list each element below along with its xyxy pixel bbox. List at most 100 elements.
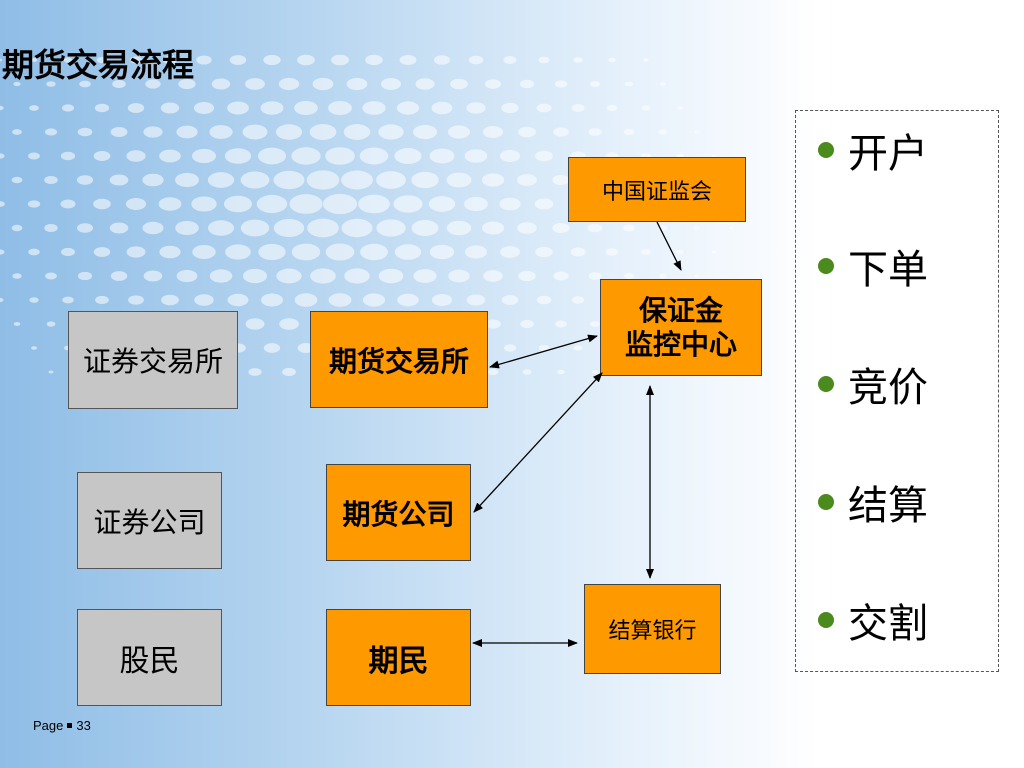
background-dot	[176, 125, 198, 139]
background-dot	[93, 151, 111, 161]
background-dot	[711, 250, 717, 254]
background-dot	[0, 249, 5, 255]
background-dot	[273, 170, 305, 190]
background-dot	[112, 79, 126, 89]
background-dot	[160, 102, 180, 114]
background-dot	[640, 249, 652, 255]
background-dot	[468, 55, 484, 65]
background-dot	[694, 130, 700, 134]
background-dot	[13, 322, 21, 326]
background-dot	[142, 221, 164, 235]
background-dot	[534, 198, 554, 210]
background-dot	[643, 58, 649, 62]
background-dot	[257, 147, 287, 165]
background-dot	[553, 271, 569, 281]
background-dot	[343, 124, 371, 140]
background-dot	[394, 147, 422, 165]
background-dot	[0, 201, 5, 207]
background-dot	[535, 246, 553, 258]
futures-company-box: 期货公司	[326, 464, 471, 561]
background-dot	[227, 101, 249, 115]
background-dot	[415, 78, 435, 90]
slide-title: 期货交易流程	[2, 46, 195, 84]
bullet-icon	[818, 612, 834, 628]
background-dot	[194, 294, 214, 306]
background-dot	[110, 271, 128, 281]
background-dot	[429, 244, 455, 260]
background-dot	[396, 101, 420, 115]
futures-exchange-label: 期货交易所	[328, 344, 469, 378]
background-dot	[45, 272, 57, 280]
background-dot	[518, 126, 536, 138]
background-dot	[359, 147, 389, 165]
step-label: 下单	[848, 247, 928, 293]
background-dot	[242, 124, 268, 140]
background-dot	[209, 125, 233, 139]
step-item: 交割	[818, 591, 928, 649]
background-dot	[499, 149, 521, 163]
background-dot	[501, 295, 519, 305]
arrow-exchange-center	[489, 334, 598, 369]
background-dot	[728, 226, 734, 230]
background-dot	[606, 104, 618, 112]
background-dot	[588, 128, 602, 136]
background-dot	[175, 172, 199, 188]
background-dot	[260, 293, 284, 307]
background-dot	[258, 243, 286, 261]
background-dot	[659, 273, 667, 279]
background-dot	[93, 247, 111, 257]
background-dot	[365, 54, 383, 66]
bullet-icon	[818, 494, 834, 510]
background-dot	[624, 81, 634, 87]
background-dot	[77, 223, 93, 233]
background-dot	[227, 293, 249, 307]
background-dot	[211, 78, 231, 90]
background-dot	[434, 55, 450, 65]
background-dot	[501, 102, 519, 114]
background-dot	[126, 150, 146, 162]
background-dot	[378, 268, 404, 284]
background-dot	[446, 220, 472, 236]
background-dot	[62, 296, 74, 304]
background-dot	[191, 148, 217, 164]
background-dot	[535, 150, 553, 162]
background-dot	[660, 82, 666, 86]
step-label: 竞价	[848, 365, 928, 411]
background-dot	[431, 101, 453, 115]
background-dot	[145, 79, 161, 89]
background-dot	[413, 269, 437, 283]
background-dot	[242, 268, 268, 284]
background-dot	[30, 58, 38, 62]
background-dot	[590, 321, 600, 327]
csrc-box: 中国证监会	[568, 157, 746, 222]
background-dot	[29, 297, 39, 303]
background-dot	[503, 56, 517, 64]
background-dot	[209, 269, 233, 283]
background-dot	[11, 176, 23, 184]
background-dot	[223, 195, 253, 213]
background-dot	[60, 151, 76, 161]
background-dot	[517, 222, 537, 234]
background-dot	[60, 199, 76, 209]
margin-center-line1: 保证金	[638, 293, 723, 327]
background-dot	[96, 56, 108, 64]
background-dot	[694, 274, 700, 278]
background-dot	[482, 126, 504, 138]
background-dot	[538, 56, 550, 64]
background-dot	[196, 55, 212, 65]
background-dot	[658, 129, 668, 135]
background-dot	[376, 219, 406, 237]
background-dot	[263, 343, 281, 353]
step-item: 竞价	[818, 355, 928, 413]
background-dot	[310, 268, 336, 284]
background-dot	[240, 219, 270, 237]
background-dot	[95, 295, 109, 305]
background-dot	[411, 171, 439, 189]
background-dot	[27, 200, 41, 208]
background-dot	[291, 243, 321, 261]
background-dot	[128, 295, 144, 305]
background-dot	[192, 245, 216, 259]
securities-exchange-box: 证券交易所	[68, 311, 238, 409]
background-dot	[481, 221, 505, 235]
step-item: 下单	[818, 237, 928, 295]
